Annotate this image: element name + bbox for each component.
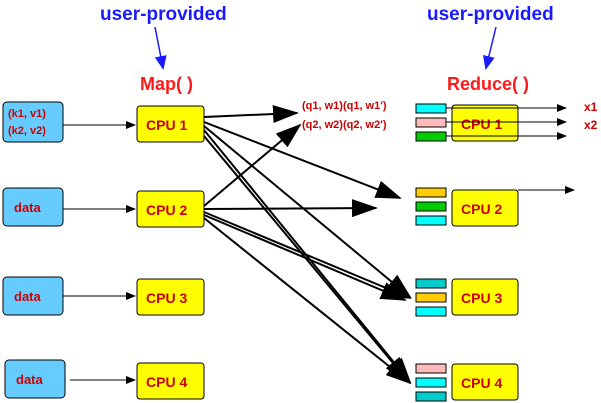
- reduce-cpu-4: [451, 363, 519, 401]
- queue-r3-slot-1: [415, 278, 447, 289]
- reduce-user-arrow: [483, 26, 497, 70]
- map-cpu-1: [136, 105, 205, 143]
- output-label-x2: x2: [584, 118, 598, 132]
- map-cpu-4-label: CPU 4: [146, 374, 187, 390]
- queue-r2-slot-1: [415, 187, 447, 198]
- queue-r2-slot-3: [415, 215, 447, 226]
- queue-r3-slot-3: [415, 306, 447, 317]
- map-cpu-2-label: CPU 2: [146, 202, 187, 218]
- kv-input-line2: (k2, v2): [8, 125, 46, 137]
- reduce-cpu-4-label: CPU 4: [461, 375, 502, 391]
- data-input-label-4: data: [16, 372, 44, 387]
- map-cpu-3: [136, 278, 205, 316]
- kv-input-box: [2, 101, 64, 143]
- reduce-user-provided-label: user-provided: [427, 4, 554, 25]
- reduce-cpu-3: [451, 278, 519, 316]
- queue-r1-slot-3: [415, 131, 447, 142]
- data-input-box-2: [2, 187, 64, 227]
- reduce-cpu-2: [451, 189, 519, 227]
- queue-r2-slot-2: [415, 201, 447, 212]
- map-user-provided-label: user-provided: [100, 4, 227, 25]
- intermediate-line-2: (q2, w2)(q2, w2'): [302, 119, 387, 131]
- output-label-x1: x1: [584, 100, 598, 114]
- queue-r4-slot-1: [415, 363, 447, 374]
- map-cpu-4: [136, 362, 205, 400]
- data-input-label-3: data: [14, 289, 42, 304]
- data-input-box-4: [4, 359, 66, 399]
- queue-r1-slot-1: [415, 103, 447, 114]
- reduce-cpu-1-label: CPU 1: [461, 116, 502, 132]
- map-cpu-1-label: CPU 1: [146, 117, 187, 133]
- queue-r1-slot-2: [415, 117, 447, 128]
- reduce-cpu-3-label: CPU 3: [461, 290, 502, 306]
- reduce-cpu-2-label: CPU 2: [461, 201, 502, 217]
- data-input-label-2: data: [14, 200, 42, 215]
- map1-to-intermediate-arrow: [203, 105, 299, 124]
- map2-to-reduce4-arrow: [203, 217, 412, 385]
- map2-to-reduce3b-arrow: [203, 214, 407, 301]
- map-user-arrow: [154, 26, 167, 70]
- kv-input-line1: (k1, v1): [8, 108, 46, 120]
- intermediate-line-1: (q1, w1)(q1, w1'): [302, 100, 387, 112]
- map1-to-reduce3-arrow: [203, 125, 412, 299]
- reduce-cpu-1: [451, 104, 519, 142]
- map1-to-reduce2-arrow: [203, 121, 402, 199]
- map2-to-reduce2-arrow: [203, 199, 378, 218]
- reduce-title: Reduce( ): [447, 74, 529, 94]
- map-title: Map( ): [140, 74, 193, 94]
- queue-r3-slot-2: [415, 292, 447, 303]
- queue-r4-slot-2: [415, 377, 447, 388]
- queue-r4-slot-3: [415, 391, 447, 402]
- map2-to-intermediate-arrow: [203, 123, 302, 207]
- map2-to-reduce3a-arrow: [203, 211, 412, 299]
- map-cpu-3-label: CPU 3: [146, 290, 187, 306]
